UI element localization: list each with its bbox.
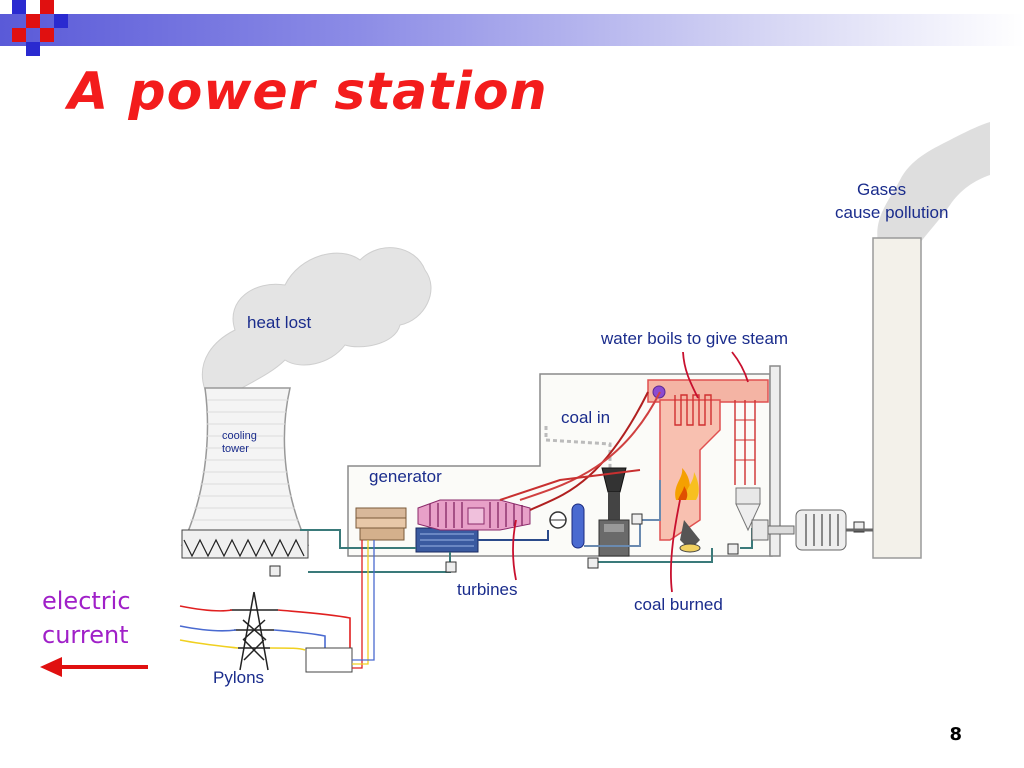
generator xyxy=(355,507,407,541)
cooling-tower-smoke xyxy=(201,247,432,396)
chimney-smoke xyxy=(877,122,990,250)
label-electric: electric xyxy=(42,587,131,615)
generator-output-cables xyxy=(352,540,375,669)
label-gases: Gases xyxy=(857,180,907,199)
annotation-lines xyxy=(512,351,749,593)
chimney xyxy=(872,237,922,559)
transformer-box xyxy=(305,647,353,673)
cooling-tower xyxy=(180,387,310,559)
page-number: 8 xyxy=(949,724,962,745)
boiler xyxy=(647,379,769,553)
turbine xyxy=(417,499,531,531)
label-pylons: Pylons xyxy=(213,668,265,687)
slide-title: A power station xyxy=(68,62,548,122)
label-cooling: cooling xyxy=(222,430,257,442)
pylon xyxy=(230,591,278,671)
label-tower: tower xyxy=(222,443,249,455)
label-water-boils: water boils to give steam xyxy=(601,329,789,348)
ash-hopper xyxy=(735,487,761,532)
label-coal-burned: coal burned xyxy=(634,595,723,614)
condenser xyxy=(415,527,479,553)
power-lines xyxy=(179,605,351,651)
label-electric-current: electric current xyxy=(42,584,131,652)
corner-checker-logo xyxy=(12,0,76,60)
label-current: current xyxy=(42,621,129,649)
header-gradient-bar xyxy=(0,14,1024,46)
flue-gas-cleaner xyxy=(751,509,873,551)
label-cause-pollution: cause pollution xyxy=(835,203,949,222)
boiler-flames xyxy=(675,468,699,500)
label-heat-lost: heat lost xyxy=(247,313,312,332)
label-coal-in: coal in xyxy=(561,408,611,427)
feed-tanks xyxy=(549,503,585,549)
electric-current-arrow xyxy=(40,657,148,677)
pipe-valves xyxy=(269,513,865,577)
label-turbines: turbines xyxy=(457,580,518,599)
label-generator: generator xyxy=(369,467,442,486)
